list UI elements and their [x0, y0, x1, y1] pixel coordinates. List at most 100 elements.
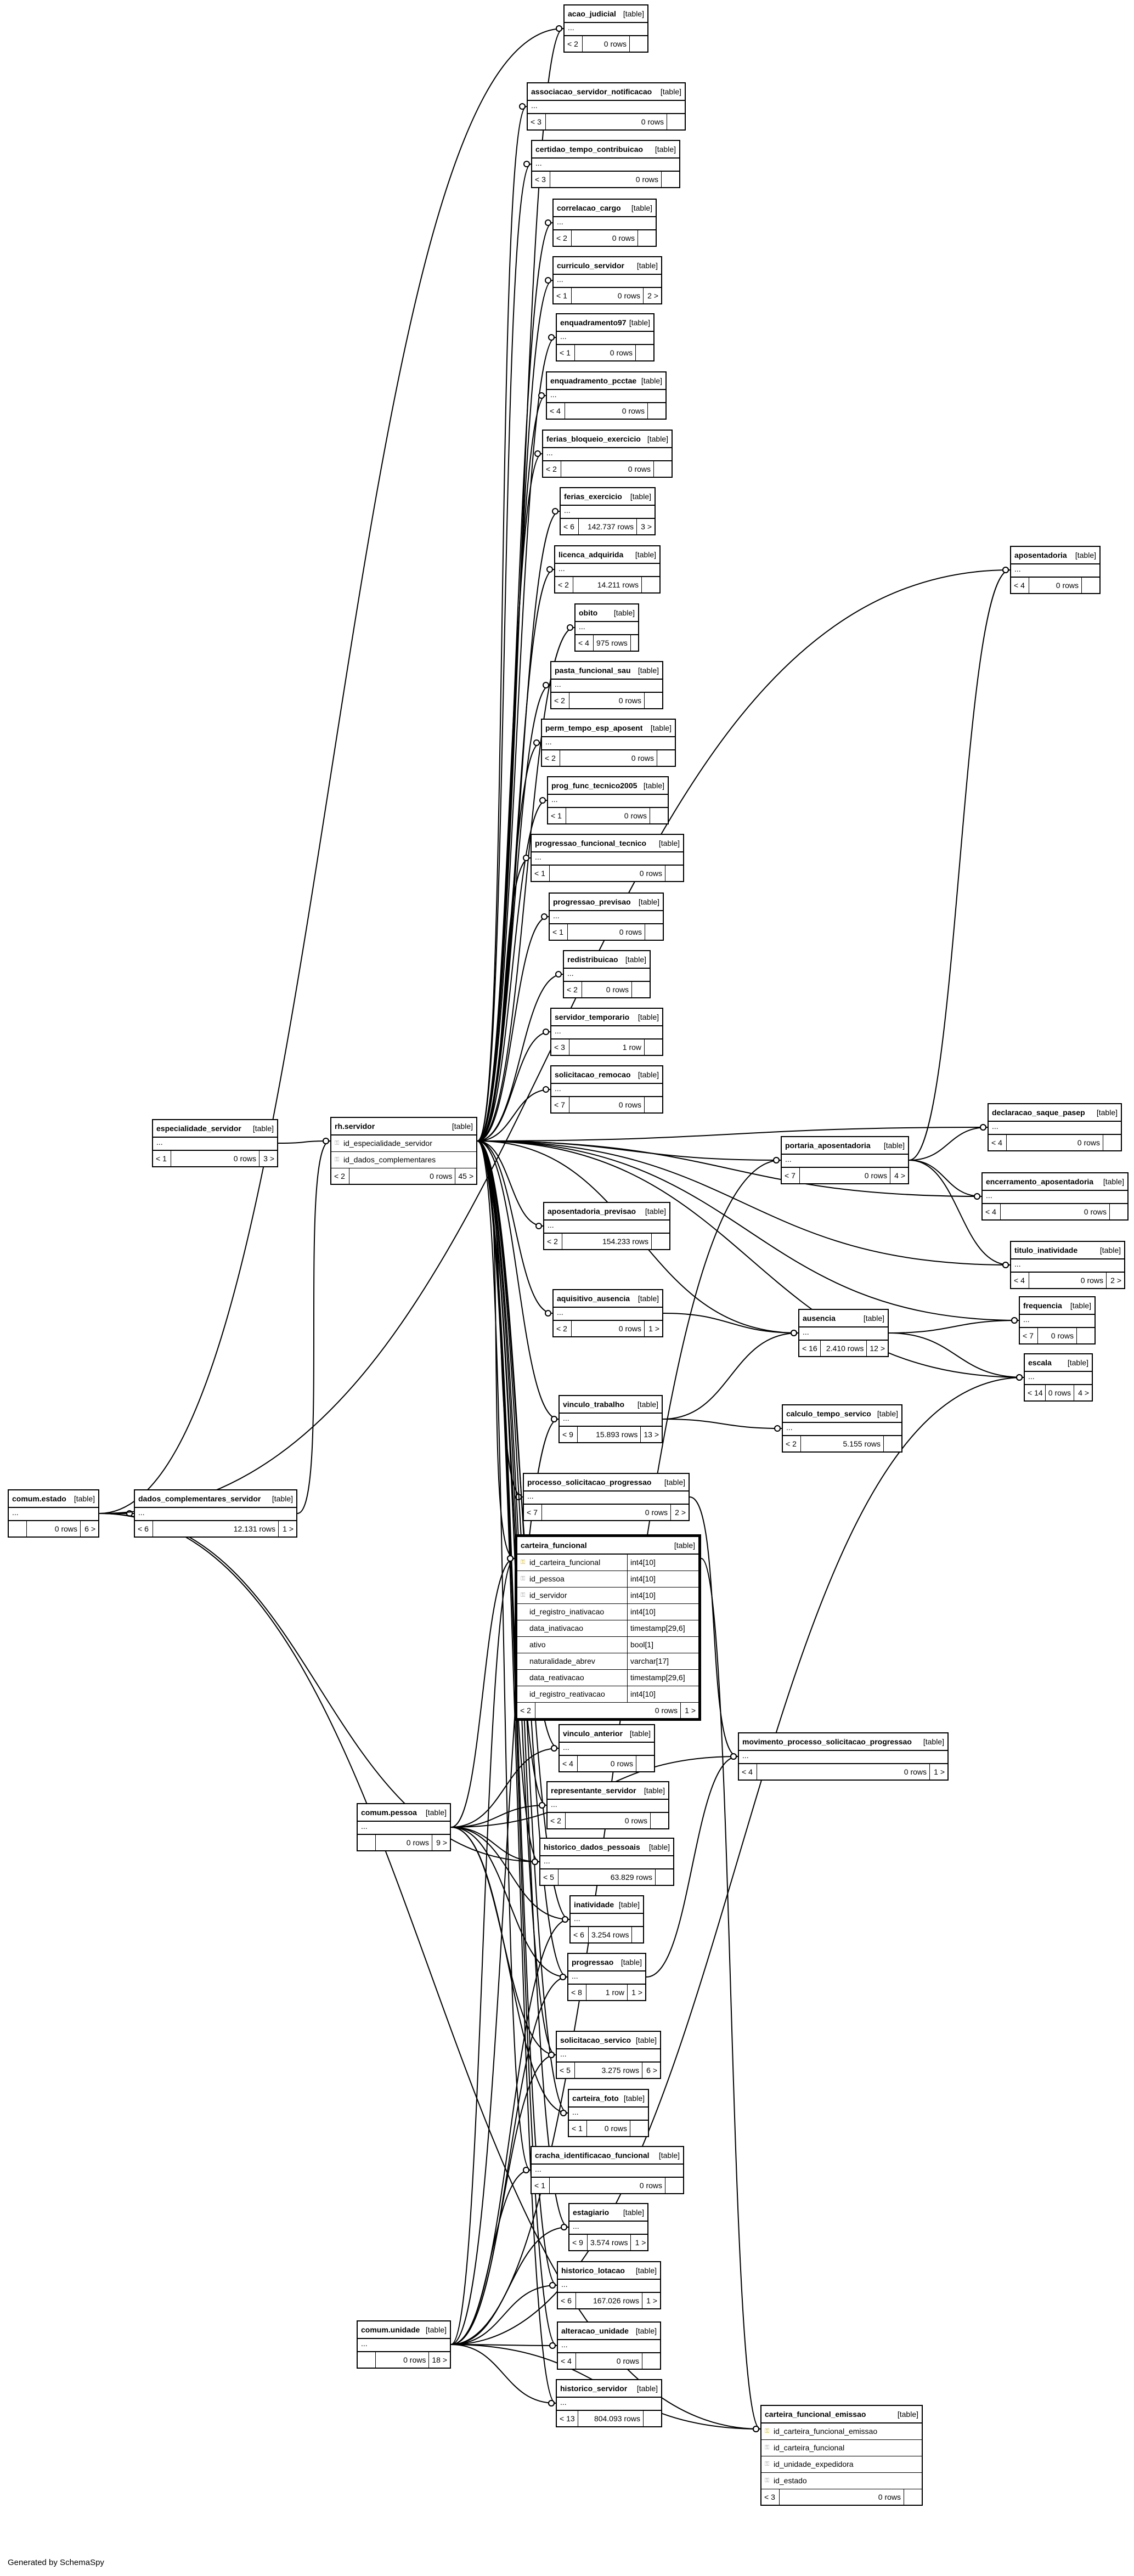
table-name[interactable]: associacao_servidor_notificacao — [531, 87, 652, 96]
table-name[interactable]: ferias_exercicio — [564, 492, 622, 501]
table-name[interactable]: solicitacao_servico — [560, 2036, 631, 2044]
table-name[interactable]: curriculo_servidor — [557, 261, 624, 270]
table-name[interactable]: movimento_processo_solicitacao_progressa… — [742, 1737, 912, 1746]
table-name[interactable]: correlacao_cargo — [557, 204, 621, 212]
table-name[interactable]: pasta_funcional_sau — [555, 666, 631, 675]
table-movimento-processo-solicitacao-progressao[interactable]: movimento_processo_solicitacao_progressa… — [738, 1732, 949, 1781]
table-name[interactable]: redistribuicao — [567, 955, 618, 964]
table-name[interactable]: titulo_inatividade — [1014, 1246, 1078, 1255]
table-certidao-tempo-contribuicao[interactable]: certidao_tempo_contribuicao[table]...< 3… — [531, 140, 680, 188]
table-name[interactable]: carteira_funcional — [521, 1541, 587, 1550]
table-name[interactable]: solicitacao_remocao — [555, 1070, 631, 1079]
table-name[interactable]: acao_judicial — [568, 9, 616, 18]
table-name[interactable]: vinculo_anterior — [563, 1729, 623, 1738]
table-name[interactable]: aposentadoria_previsao — [548, 1207, 636, 1216]
table-name[interactable]: obito — [579, 608, 598, 617]
table-name[interactable]: alteracao_unidade — [561, 2326, 629, 2335]
table-name[interactable]: calculo_tempo_servico — [786, 1409, 871, 1418]
table-name[interactable]: certidao_tempo_contribuicao — [535, 145, 644, 154]
table-name[interactable]: aquisitivo_ausencia — [557, 1294, 630, 1303]
table-name[interactable]: dados_complementares_servidor — [138, 1494, 261, 1503]
table-processo-solicitacao-progressao[interactable]: processo_solicitacao_progressao[table]..… — [523, 1473, 690, 1521]
table-name[interactable]: ausencia — [803, 1314, 836, 1323]
table-name[interactable]: progressao_funcional_tecnico — [535, 839, 647, 848]
table-name[interactable]: carteira_funcional_emissao — [765, 2410, 866, 2419]
table-name[interactable]: aposentadoria — [1014, 551, 1067, 560]
table-associacao-servidor-notificacao[interactable]: associacao_servidor_notificacao[table]..… — [527, 82, 686, 131]
table-name[interactable]: rh.servidor — [335, 1122, 375, 1131]
table-name[interactable]: comum.unidade — [361, 2325, 420, 2334]
table-name[interactable]: perm_tempo_esp_aposent — [545, 724, 643, 732]
table-name[interactable]: frequencia — [1023, 1301, 1062, 1310]
table-name[interactable]: vinculo_trabalho — [563, 1400, 625, 1409]
table-name[interactable]: prog_func_tecnico2005 — [551, 781, 637, 790]
table-name[interactable]: servidor_temporario — [555, 1013, 630, 1021]
table-name[interactable]: historico_dados_pessoais — [544, 1843, 640, 1851]
table-carteira-funcional[interactable]: carteira_funcional[table]⚿id_carteira_fu… — [515, 1534, 701, 1721]
table-progressao-funcional-tecnico[interactable]: progressao_funcional_tecnico[table]...< … — [531, 834, 684, 882]
table-cracha-identificacao-funcional[interactable]: cracha_identificacao_funcional[table]...… — [531, 2146, 684, 2194]
table-name[interactable]: comum.pessoa — [361, 1808, 417, 1817]
table-name[interactable]: especialidade_servidor — [156, 1124, 241, 1133]
table-name[interactable]: representante_servidor — [551, 1786, 636, 1795]
table-rh-servidor[interactable]: rh.servidor[table]⚿id_especialidade_serv… — [330, 1117, 477, 1185]
table-name[interactable]: escala — [1028, 1358, 1052, 1367]
table-name[interactable]: comum.estado — [12, 1494, 66, 1503]
table-name[interactable]: processo_solicitacao_progressao — [527, 1478, 652, 1487]
table-name[interactable]: estagiario — [573, 2208, 610, 2217]
table-name[interactable]: declaracao_saque_pasep — [992, 1108, 1085, 1117]
table-name[interactable]: progressao — [572, 1958, 614, 1967]
table-name[interactable]: cracha_identificacao_funcional — [535, 2151, 650, 2160]
table-name[interactable]: inatividade — [574, 1900, 614, 1909]
table-name[interactable]: licenca_adquirida — [558, 550, 624, 559]
table-name[interactable]: enquadramento_pcctae — [550, 376, 637, 385]
table-name[interactable]: encerramento_aposentadoria — [986, 1177, 1094, 1186]
table-name[interactable]: portaria_aposentadoria — [785, 1141, 871, 1150]
table-name[interactable]: historico_servidor — [560, 2384, 628, 2393]
table-name[interactable]: carteira_foto — [572, 2094, 619, 2103]
table-name[interactable]: progressao_previsao — [553, 897, 631, 906]
